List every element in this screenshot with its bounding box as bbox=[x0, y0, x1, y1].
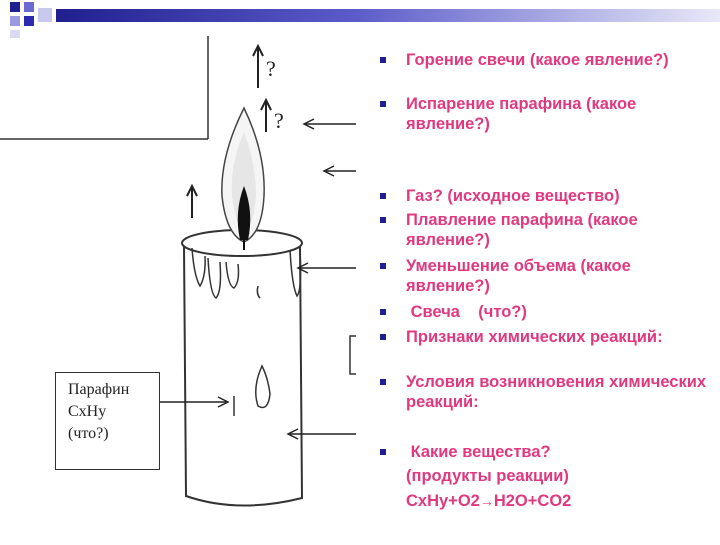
decor-square bbox=[24, 16, 34, 26]
list-item: Плавление парафина (какое явление?) bbox=[380, 210, 710, 250]
bracket bbox=[349, 335, 356, 375]
arrow-up-head bbox=[252, 43, 264, 57]
flame-core bbox=[237, 186, 251, 240]
candle-body bbox=[182, 245, 304, 507]
label-line: CxHy bbox=[68, 403, 107, 420]
decor-square bbox=[38, 8, 52, 22]
label-line: (что?) bbox=[68, 425, 109, 442]
products-line: (продукты реакции) bbox=[406, 467, 569, 485]
list-item-text: Горение свечи (какое явление?) bbox=[406, 51, 669, 69]
question-mark: ? bbox=[266, 56, 276, 81]
candle-illustration: ? ? Парафин CxHy (что?) bbox=[0, 36, 372, 540]
list-item-text: Плавление парафина (какое явление?) bbox=[406, 211, 638, 249]
list-item: Газ? (исходное вещество) bbox=[380, 186, 710, 206]
arrow-right-head bbox=[217, 396, 230, 408]
bullet-square-icon bbox=[380, 101, 386, 107]
flame-inner bbox=[231, 132, 256, 232]
arrow-left-head bbox=[322, 165, 335, 177]
arrow-up-head bbox=[260, 97, 272, 111]
list-item: Какие вещества? bbox=[380, 442, 710, 462]
wax-drip bbox=[225, 261, 240, 289]
arrow-left-head bbox=[286, 428, 299, 440]
arrow-left-head bbox=[296, 262, 309, 274]
bullet-square-icon bbox=[380, 217, 386, 223]
list-item: Признаки химических реакций: bbox=[380, 327, 710, 347]
bullet-square-icon bbox=[380, 334, 386, 340]
list-item: Условия возникновения химических реакций… bbox=[380, 372, 710, 412]
wax-drip bbox=[207, 257, 222, 299]
wax-drip bbox=[289, 249, 302, 298]
bullet-square-icon bbox=[380, 309, 386, 315]
list-item: Испарение парафина (какое явление?) bbox=[380, 94, 710, 134]
list-item-text: Какие вещества? bbox=[406, 443, 551, 461]
question-mark: ? bbox=[274, 108, 284, 133]
formula-left: CxHy+O2 bbox=[406, 492, 480, 510]
arrow-up-head bbox=[186, 183, 198, 197]
bullet-square-icon bbox=[380, 449, 386, 455]
gradient-strip bbox=[56, 9, 720, 22]
list-item: Уменьшение объема (какое явление?) bbox=[380, 256, 710, 296]
arrow-left-head bbox=[302, 118, 315, 130]
paraffin-label-box: Парафин CxHy (что?) bbox=[55, 372, 160, 470]
decor-square bbox=[10, 2, 20, 12]
list-item: Свеча (что?) bbox=[380, 302, 710, 322]
list-item-text: Уменьшение объема (какое явление?) bbox=[406, 257, 631, 295]
bullet-square-icon bbox=[380, 57, 386, 63]
reaction-formula: CxHy+O2→H2O+CO2 bbox=[406, 492, 571, 511]
wax-drop bbox=[255, 364, 271, 409]
list-item-text: Испарение парафина (какое явление?) bbox=[406, 95, 637, 133]
bullet-square-icon bbox=[380, 193, 386, 199]
decor-square bbox=[24, 2, 34, 12]
list-item: Горение свечи (какое явление?) bbox=[380, 50, 710, 70]
arrow-right-icon: → bbox=[479, 493, 494, 509]
bullet-square-icon bbox=[380, 263, 386, 269]
formula-right: H2O+CO2 bbox=[493, 492, 572, 510]
wax-drip bbox=[256, 285, 261, 299]
title-decoration-bar bbox=[0, 0, 720, 40]
list-item-text: Свеча (что?) bbox=[406, 303, 527, 321]
label-line: Парафин bbox=[68, 381, 130, 398]
decor-square bbox=[10, 16, 20, 26]
candle-drawing: ? ? bbox=[0, 36, 356, 507]
wax-drip bbox=[191, 247, 206, 288]
list-item-text: Условия возникновения химических реакций… bbox=[406, 373, 707, 411]
list-item-text: Признаки химических реакций: bbox=[406, 328, 663, 346]
list-item-text: Газ? (исходное вещество) bbox=[406, 187, 620, 205]
decor-square bbox=[10, 30, 20, 38]
bullet-square-icon bbox=[380, 379, 386, 385]
